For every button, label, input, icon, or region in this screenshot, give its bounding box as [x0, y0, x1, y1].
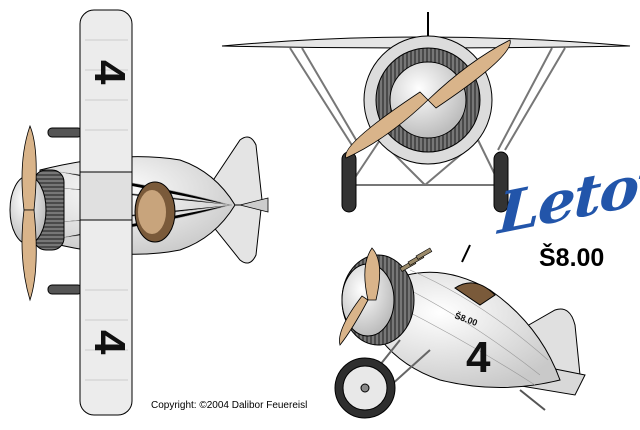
front-view [221, 12, 631, 213]
side-marking: 4 [466, 333, 491, 382]
perspective-view: Š8.00 4 [334, 244, 586, 419]
copyright-notice: Copyright: ©2004 Dalibor Feuereisl [151, 400, 308, 411]
model-designation: Š8.00 [539, 244, 605, 272]
wing-marking-bottom: 4 [85, 330, 134, 355]
top-view: 4 4 [9, 9, 269, 416]
wing-marking-top: 4 [85, 60, 134, 85]
